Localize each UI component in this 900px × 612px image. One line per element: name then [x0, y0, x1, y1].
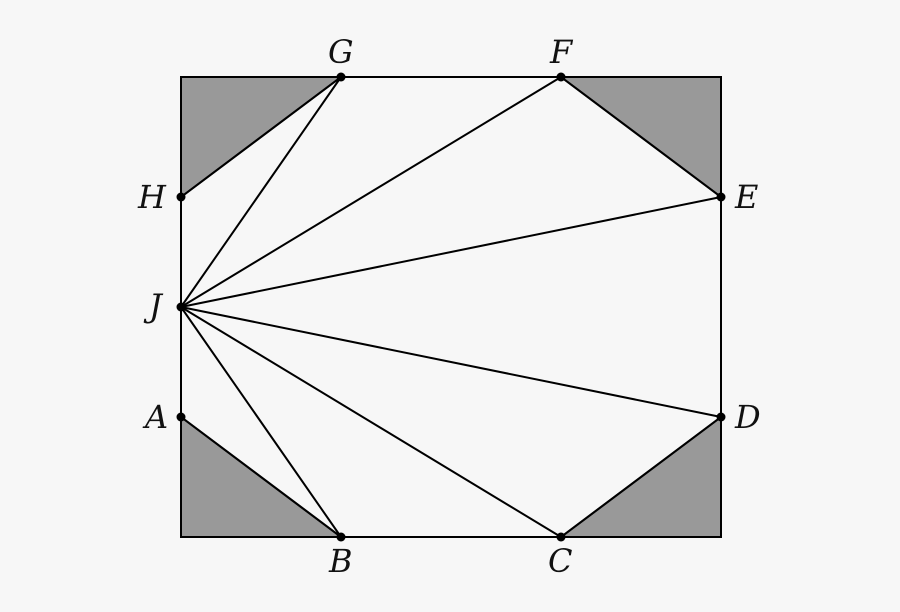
point-H [176, 192, 186, 202]
label-A: A [142, 398, 168, 436]
label-E: E [734, 178, 758, 216]
segment-JC [180, 306, 562, 538]
point-G [336, 72, 346, 82]
label-G: G [328, 33, 354, 71]
outer-rectangle [180, 76, 722, 538]
octagon-edge-GH [180, 76, 342, 198]
point-C [556, 532, 566, 542]
label-H: H [137, 178, 167, 216]
segment-JE [180, 196, 722, 308]
segment-JF [180, 76, 562, 308]
point-D [716, 412, 726, 422]
octagon-edge-EF [560, 76, 722, 198]
label-J: J [143, 287, 164, 325]
octagon-edge-CD [560, 416, 722, 538]
label-F: F [549, 33, 574, 71]
segments-group [180, 76, 722, 538]
label-B: B [328, 542, 353, 580]
point-A [176, 412, 186, 422]
point-J [176, 302, 186, 312]
points-group [176, 72, 726, 542]
point-E [716, 192, 726, 202]
label-D: D [734, 398, 761, 436]
segment-JB [180, 306, 342, 538]
octagon-edge-AB [180, 416, 342, 538]
point-F [556, 72, 566, 82]
segment-JD [180, 306, 722, 418]
point-B [336, 532, 346, 542]
segment-JG [180, 76, 342, 308]
label-C: C [548, 542, 572, 580]
